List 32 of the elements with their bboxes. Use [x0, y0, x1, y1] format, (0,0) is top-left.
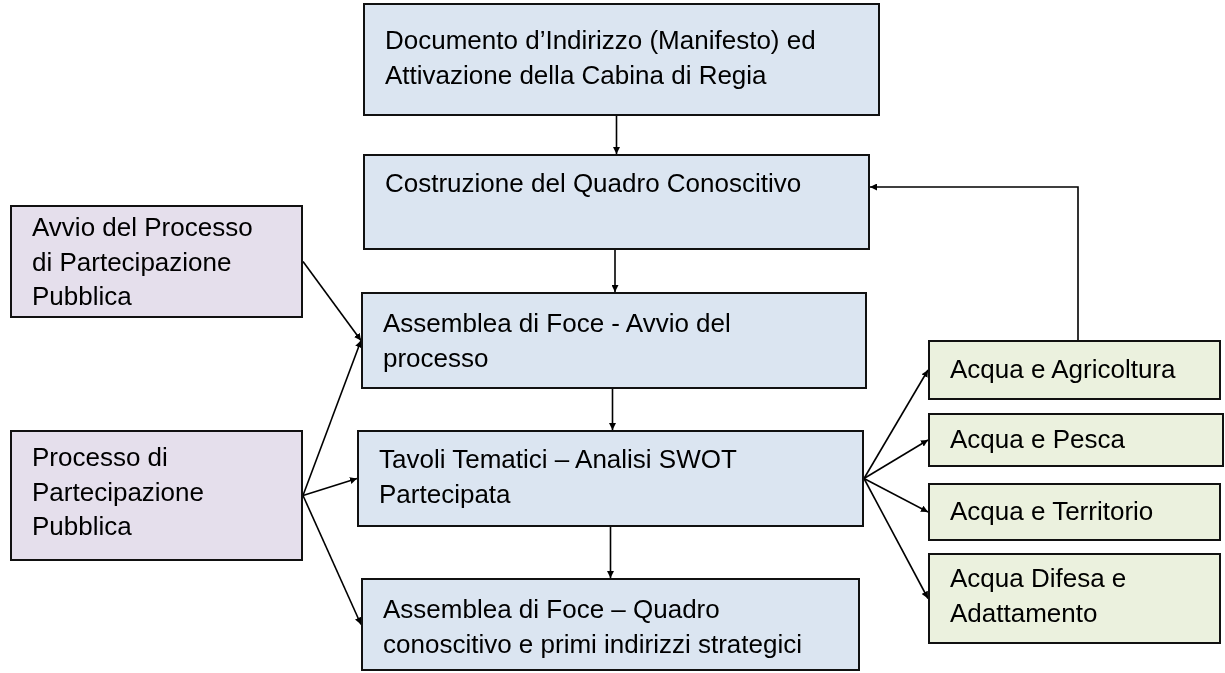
box-label: Assemblea di Foce - Avvio del processo [383, 307, 732, 375]
box-label: Acqua e Pesca [950, 423, 1126, 456]
process-box [363, 154, 870, 250]
process-box [928, 413, 1224, 467]
arrow [302, 260, 362, 342]
arrow [607, 526, 614, 579]
arrow [869, 183, 1079, 341]
process-box [928, 483, 1221, 541]
arrow [863, 477, 929, 513]
process-box [361, 578, 860, 671]
box-label: Costruzione del Quadro Conoscitivo [385, 167, 803, 200]
arrow [863, 477, 929, 600]
box-label: Documento d’Indirizzo (Manifesto) ed Attivazione della Cabina di Regia [385, 24, 817, 92]
box-label: Acqua Difesa e Adattamento [950, 562, 1128, 630]
arrow [609, 388, 616, 431]
box-label: Assemblea di Foce – Quadro conoscitivo e primi indirizzi strategici [383, 593, 804, 661]
process-box [10, 430, 303, 561]
box-label: Acqua e Territorio [950, 495, 1155, 528]
arrow [613, 115, 620, 155]
process-box [928, 553, 1221, 644]
box-label: Avvio del Processo di Partecipazione Pubblica [32, 211, 254, 314]
process-box [363, 3, 880, 116]
process-box [10, 205, 303, 318]
box-label: Tavoli Tematici – Analisi SWOT Partecipata [379, 443, 738, 511]
arrow [302, 477, 358, 497]
arrow [863, 439, 929, 480]
box-label: Processo di Partecipazione Pubblica [32, 441, 205, 544]
process-box [361, 292, 867, 389]
process-box [928, 340, 1221, 400]
box-label: Acqua e Agricoltura [950, 353, 1177, 386]
process-box [357, 430, 864, 527]
arrow [611, 249, 619, 293]
